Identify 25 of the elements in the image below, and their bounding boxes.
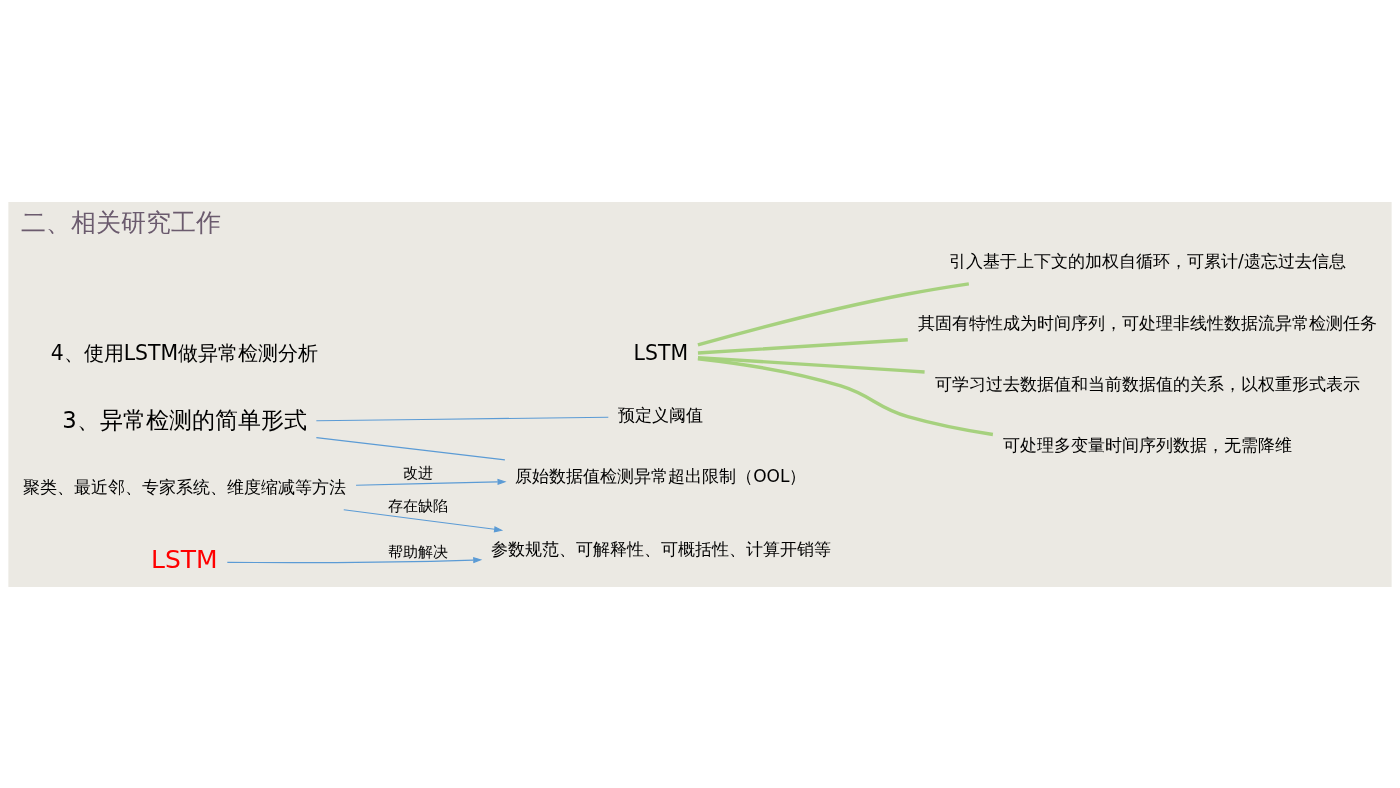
arrow: [355, 478, 507, 486]
node-text: 可处理多变量时间序列数据，无需降维: [1002, 434, 1292, 455]
edge-label: 改进: [403, 463, 434, 481]
node-text: 原始数据值检测异常超出限制（OOL）: [515, 465, 807, 486]
arrow: [226, 556, 483, 563]
node-text: 其固有特性成为时间序列，可处理非线性数据流异常检测任务: [917, 312, 1377, 333]
edge-label: 帮助解决: [388, 542, 449, 560]
connector: [315, 416, 609, 421]
label: 4、使用LSTM做异常检测分析: [50, 340, 319, 365]
node-text: LSTM: [633, 340, 689, 365]
node-text: 参数规范、可解释性、可概括性、计算开销等: [490, 538, 831, 559]
connector: [697, 355, 925, 374]
node-text: LSTM: [151, 544, 218, 574]
node-text: 聚类、最近邻、专家系统、维度缩减等方法: [22, 476, 346, 497]
node-text: 引入基于上下文的加权自循环，可累计/遗忘过去信息: [949, 250, 1346, 271]
connector: [315, 436, 506, 460]
connector: [697, 356, 994, 436]
connector: [697, 337, 908, 355]
diagram-title: 二、相关研究工作: [21, 207, 222, 237]
edge-label: 存在缺陷: [388, 496, 449, 514]
connector: [697, 281, 970, 347]
node-text: 预定义阈值: [618, 404, 704, 425]
node-text: 可学习过去数据值和当前数据值的关系，以权重形式表示: [934, 373, 1360, 394]
arrow: [343, 508, 504, 532]
node-text: 3、异常检测的简单形式: [62, 406, 307, 433]
